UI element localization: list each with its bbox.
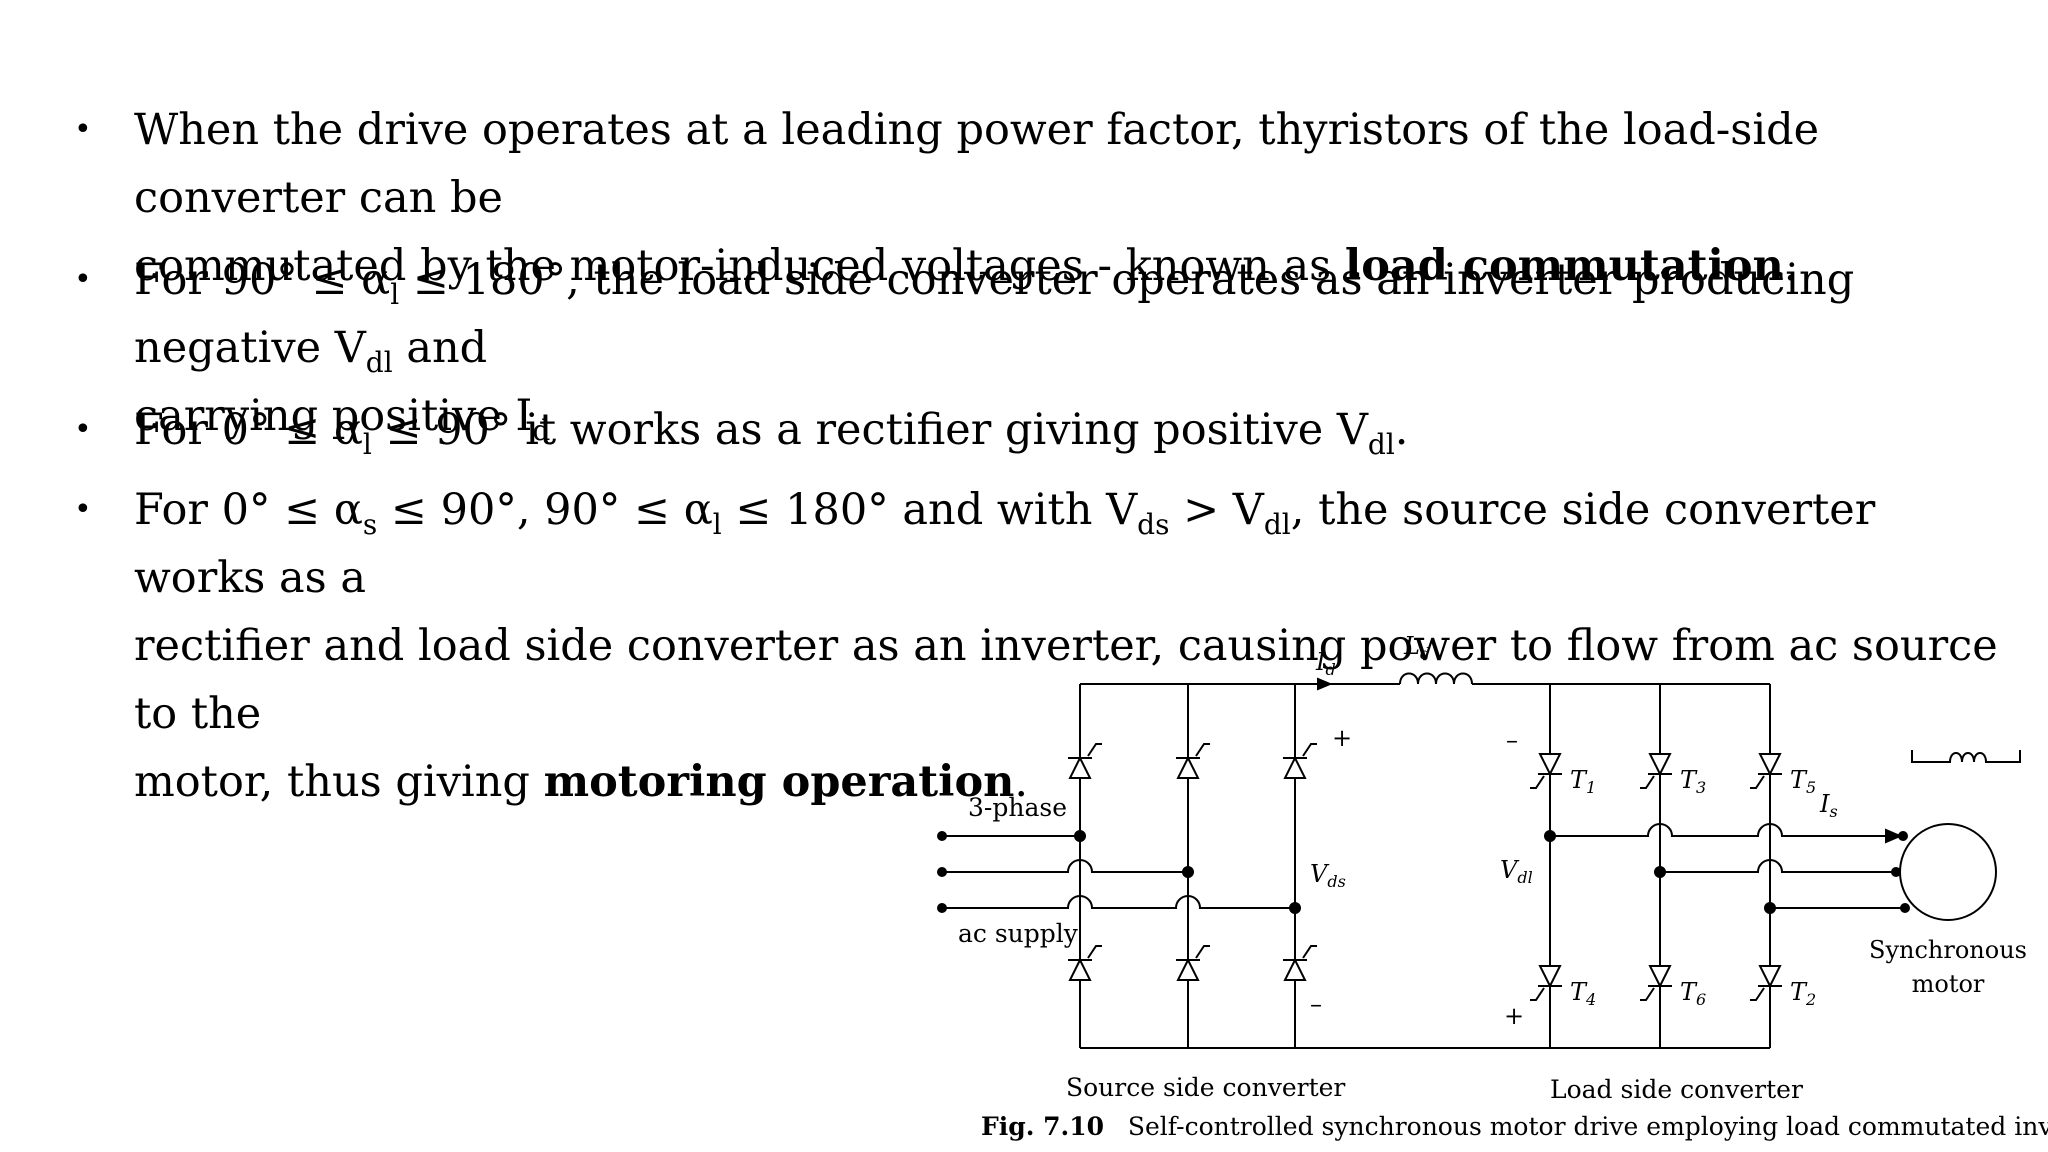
motor-output-lines (1544, 823, 1904, 914)
text-line: When the drive operates at a leading pow… (134, 105, 1820, 223)
figure-caption: Fig. 7.10 Self-controlled synchronous mo… (981, 1112, 2048, 1141)
subscript: ds (1137, 508, 1170, 541)
text-fragment: ≤ 90°, 90° ≤ α (377, 485, 713, 535)
bullet-text-3: For 0° ≤ αl ≤ 90° it works as a rectifie… (134, 396, 2014, 464)
label-vdl: Vdl (1500, 856, 1533, 887)
subscript: l (712, 508, 722, 541)
label-motor: motor (1912, 970, 1985, 998)
label-t2: T2 (1790, 978, 1816, 1009)
bullet-dot: • (74, 112, 92, 147)
subscript: d (532, 414, 551, 447)
thyristor-t1 (1530, 753, 1562, 789)
text-fragment: ≤ 90° it works as a rectifier giving pos… (371, 405, 1368, 455)
caption-text: Self-controlled synchronous motor drive … (1127, 1112, 2048, 1141)
label-is: Is (1819, 790, 1838, 821)
subscript: dl (365, 346, 393, 379)
thyristor-t6 (1640, 965, 1672, 1001)
text-fragment: For 90° ≤ α (134, 255, 391, 305)
thyristor-t3 (1640, 753, 1672, 789)
bold-term: load commutation (1344, 241, 1784, 291)
subscript: s (362, 508, 378, 541)
thyristor-s1 (1068, 743, 1102, 779)
label-source-converter: Source side converter (1066, 1073, 1345, 1102)
label-t3: T3 (1680, 766, 1706, 797)
subscript: dl (1367, 428, 1395, 461)
subscript: l (362, 428, 372, 461)
field-winding (1911, 750, 2021, 763)
text-fragment: and (392, 323, 488, 373)
bullet-dot: • (74, 412, 92, 447)
text-fragment: carrying positive I (134, 391, 533, 441)
text-line: commutated by the motor-induced voltages… (134, 241, 1345, 291)
label-ld: Ld (1403, 632, 1430, 663)
label-minus-bottom: – (1310, 990, 1322, 1018)
text-fragment: ≤ 180° and with V (721, 485, 1138, 535)
label-t4: T4 (1570, 978, 1596, 1009)
label-t5: T5 (1790, 766, 1816, 797)
label-t6: T6 (1680, 978, 1706, 1009)
bullet-text-2: For 90° ≤ αl ≤ 180°, the load side conve… (134, 246, 2014, 450)
text-fragment: > V (1169, 485, 1264, 535)
thyristor-s4 (1068, 945, 1102, 981)
text-fragment: motor, thus giving (134, 757, 544, 807)
label-plus-left: + (1504, 1002, 1524, 1030)
label-vds: Vds (1310, 860, 1346, 891)
circuit-diagram: Id Ld 3-phase ac supply Vds Vdl + – – + … (937, 632, 2027, 1104)
circuit-figure: Id Ld 3-phase ac supply Vds Vdl + – – + … (900, 620, 2048, 1152)
text-fragment: . (1783, 241, 1798, 291)
thyristor-t4 (1530, 965, 1562, 1001)
ac-input-lines (937, 830, 1301, 914)
label-minus-left: – (1506, 726, 1518, 754)
source-converter (1068, 684, 1317, 1048)
label-t1: T1 (1570, 766, 1596, 797)
synchronous-motor (1891, 823, 1997, 921)
text-fragment: ≤ 180°, the load side converter operates… (134, 255, 1855, 373)
inductor-ld (1399, 672, 1473, 685)
bullet-dot: • (74, 492, 92, 527)
subscript: dl (1263, 508, 1291, 541)
thyristor-s3 (1176, 743, 1210, 779)
load-converter (1530, 684, 1782, 1048)
thyristor-t2 (1750, 965, 1782, 1001)
thyristor-s5 (1283, 743, 1317, 779)
text-fragment: , the source side converter works as a (134, 485, 1876, 603)
thyristor-t5 (1750, 753, 1782, 789)
text-fragment: For 0° ≤ α (134, 405, 363, 455)
thyristor-s6 (1176, 945, 1210, 981)
bold-term: motoring operation (543, 757, 1015, 807)
label-plus-top: + (1332, 724, 1352, 752)
subscript: l (390, 278, 400, 311)
bullet-dot: • (74, 262, 92, 297)
label-load-converter: Load side converter (1550, 1075, 1803, 1104)
thyristor-s2 (1283, 945, 1317, 981)
id-arrow (1317, 677, 1333, 691)
text-fragment: . (1394, 405, 1409, 455)
text-fragment: . (1014, 757, 1029, 807)
label-id: Id (1315, 648, 1336, 679)
bullet-text-4: For 0° ≤ αs ≤ 90°, 90° ≤ αl ≤ 180° and w… (134, 476, 2014, 816)
label-3-phase: 3-phase (968, 793, 1067, 822)
label-synchronous: Synchronous (1869, 936, 2027, 964)
caption-number: Fig. 7.10 (981, 1112, 1105, 1141)
label-ac-supply: ac supply (958, 919, 1079, 948)
bullet-text-1: When the drive operates at a leading pow… (134, 96, 2014, 300)
text-line: rectifier and load side converter as an … (134, 621, 1998, 739)
text-fragment: For 0° ≤ α (134, 485, 363, 535)
